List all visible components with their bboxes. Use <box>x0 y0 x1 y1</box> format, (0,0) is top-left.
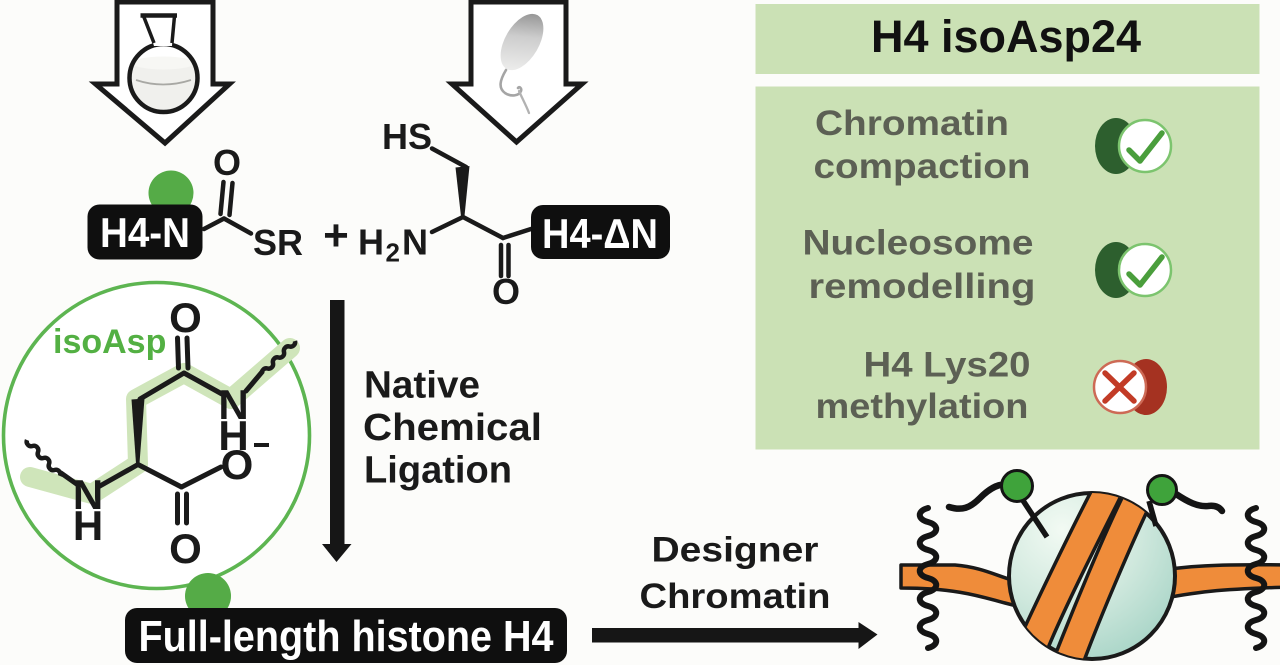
svg-text:H4 isoAsp24: H4 isoAsp24 <box>871 11 1141 62</box>
svg-text:Chromatin: Chromatin <box>640 577 831 616</box>
svg-text:Designer: Designer <box>652 531 819 570</box>
svg-text:compaction: compaction <box>814 147 1031 186</box>
svg-text:Full-length histone H4: Full-length histone H4 <box>139 612 554 661</box>
svg-text:O: O <box>169 294 202 341</box>
svg-text:H4-N: H4-N <box>100 209 190 256</box>
svg-text:H4 Lys20: H4 Lys20 <box>864 346 1031 385</box>
svg-text:Nucleosome: Nucleosome <box>803 224 1034 263</box>
svg-text:O: O <box>492 271 520 312</box>
svg-text:Chromatin: Chromatin <box>815 104 1009 143</box>
svg-text:remodelling: remodelling <box>809 267 1036 306</box>
svg-text:N: N <box>73 471 103 518</box>
svg-text:O: O <box>221 441 254 488</box>
svg-text:O: O <box>213 142 241 183</box>
svg-text:H4-ΔN: H4-ΔN <box>542 210 658 257</box>
svg-text:O: O <box>169 525 202 572</box>
svg-text:HS: HS <box>382 116 432 157</box>
svg-text:H: H <box>218 412 248 459</box>
svg-text:Ligation: Ligation <box>364 450 512 492</box>
svg-text:H: H <box>358 222 384 263</box>
svg-text:2: 2 <box>386 238 400 268</box>
svg-text:H: H <box>73 502 103 549</box>
svg-text:isoAsp: isoAsp <box>53 323 166 361</box>
svg-text:SR: SR <box>253 222 303 263</box>
svg-text:methylation: methylation <box>816 387 1029 426</box>
svg-text:Chemical: Chemical <box>363 407 542 449</box>
svg-text:N: N <box>402 222 428 263</box>
svg-text:Native: Native <box>364 365 480 407</box>
svg-text:+: + <box>323 211 349 260</box>
svg-text:N: N <box>218 381 248 428</box>
